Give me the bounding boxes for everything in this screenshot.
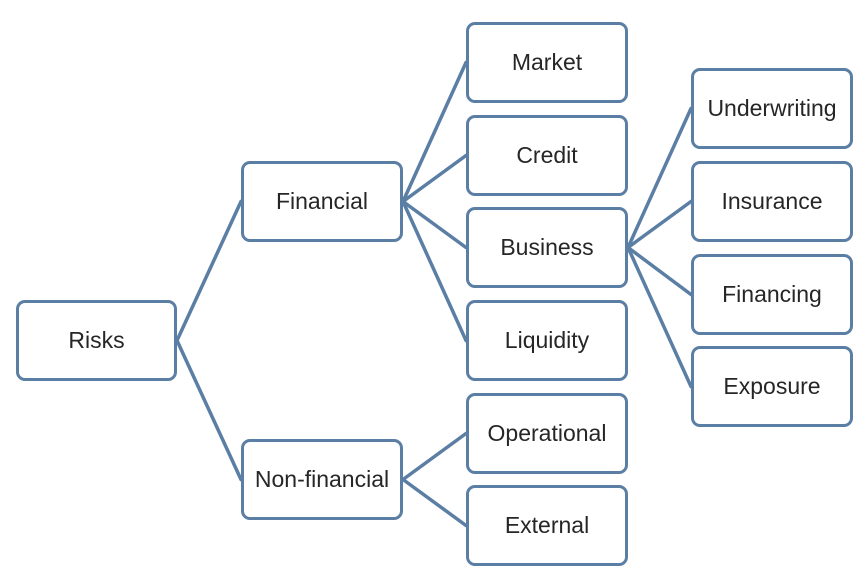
connector-risks-non_financial: [175, 338, 243, 482]
node-risks: Risks: [16, 300, 177, 381]
connector-business-underwriting: [626, 106, 693, 250]
connector-financial-liquidity: [401, 199, 468, 343]
node-underwriting: Underwriting: [691, 68, 853, 149]
node-financing: Financing: [691, 254, 853, 335]
connector-non_financial-operational: [401, 431, 468, 482]
connector-financial-business: [401, 199, 468, 250]
node-exposure: Exposure: [691, 346, 853, 427]
connector-business-exposure: [626, 245, 693, 389]
connector-business-financing: [626, 245, 693, 297]
connector-business-insurance: [626, 199, 693, 250]
connector-financial-market: [401, 60, 468, 204]
node-insurance: Insurance: [691, 161, 853, 242]
node-business: Business: [466, 207, 628, 288]
node-financial: Financial: [241, 161, 403, 242]
node-external: External: [466, 485, 628, 566]
node-operational: Operational: [466, 393, 628, 474]
node-credit: Credit: [466, 115, 628, 196]
connector-risks-financial: [175, 199, 243, 343]
node-non-financial: Non-financial: [241, 439, 403, 520]
connector-non_financial-external: [401, 477, 468, 528]
node-market: Market: [466, 22, 628, 103]
node-liquidity: Liquidity: [466, 300, 628, 381]
connector-financial-credit: [401, 153, 468, 204]
